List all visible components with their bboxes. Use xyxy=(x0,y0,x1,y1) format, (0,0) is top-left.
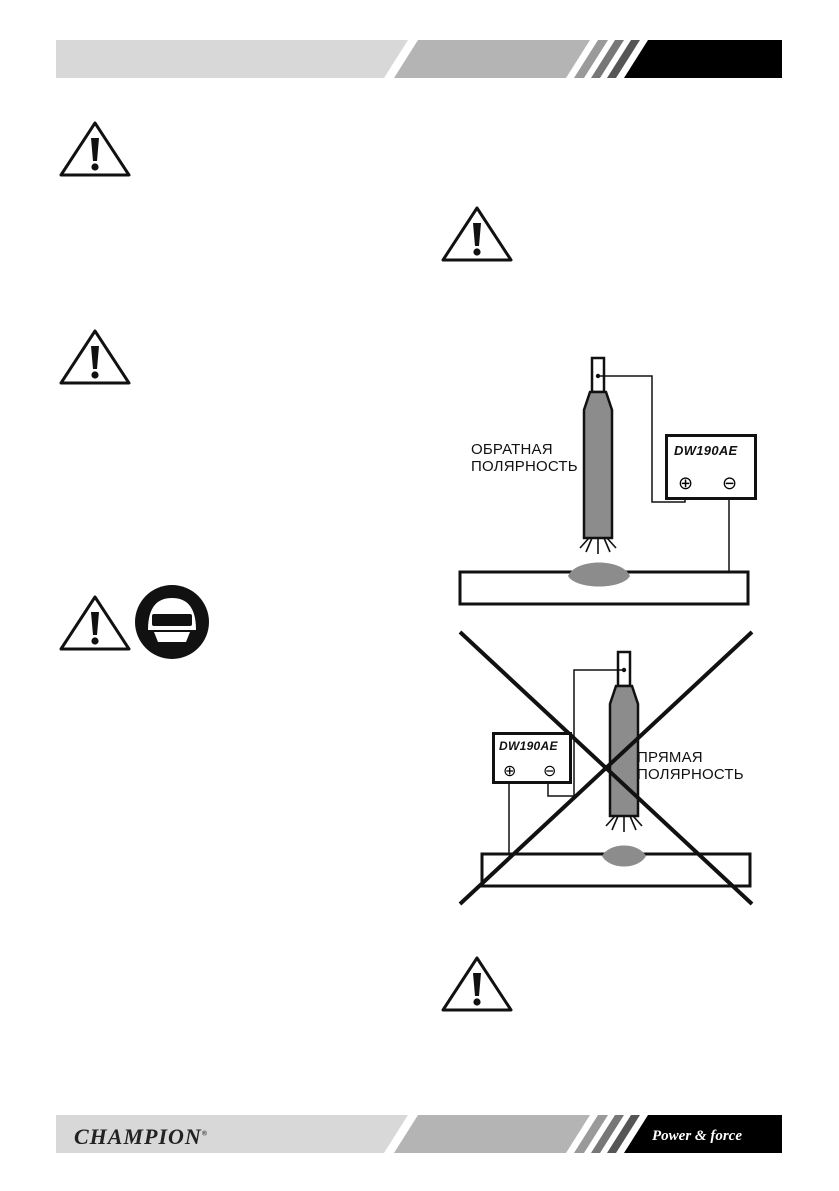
minus-terminal: ⊖ xyxy=(543,763,557,780)
plus-terminal: ⊕ xyxy=(678,473,694,493)
tagline: Power & force xyxy=(652,1128,742,1144)
warning-triangle-icon xyxy=(56,326,134,388)
brand-logo: CHAMPION® xyxy=(74,1124,208,1150)
straight-polarity-label: ПРЯМАЯ ПОЛЯРНОСТЬ xyxy=(637,749,744,783)
warning-triangle-icon xyxy=(56,592,134,654)
label-line: ПРЯМАЯ xyxy=(637,749,703,766)
straight-polarity-diagram xyxy=(458,630,754,906)
warning-triangle-icon xyxy=(438,953,516,1015)
label-line: ПОЛЯРНОСТЬ xyxy=(637,766,744,783)
reverse-polarity-label: ОБРАТНАЯ ПОЛЯРНОСТЬ xyxy=(471,441,578,475)
welder-box: DW190AE ⊕ ⊖ xyxy=(492,732,572,784)
plus-terminal: ⊕ xyxy=(503,763,517,780)
warning-triangle-icon xyxy=(438,203,516,265)
brand-name: CHAMPION xyxy=(74,1124,202,1149)
header-band xyxy=(56,40,782,78)
welder-box: DW190AE ⊕ ⊖ xyxy=(665,434,757,500)
safety-helmet-icon xyxy=(134,584,210,660)
warning-triangle-icon xyxy=(56,118,134,180)
model-name: DW190AE xyxy=(674,443,738,458)
registered-mark: ® xyxy=(201,1129,209,1138)
reverse-polarity-diagram xyxy=(458,356,750,606)
label-line: ПОЛЯРНОСТЬ xyxy=(471,458,578,475)
minus-terminal: ⊖ xyxy=(722,473,738,493)
model-name: DW190AE xyxy=(499,739,558,753)
label-line: ОБРАТНАЯ xyxy=(471,441,553,458)
footer-band xyxy=(56,1115,782,1153)
